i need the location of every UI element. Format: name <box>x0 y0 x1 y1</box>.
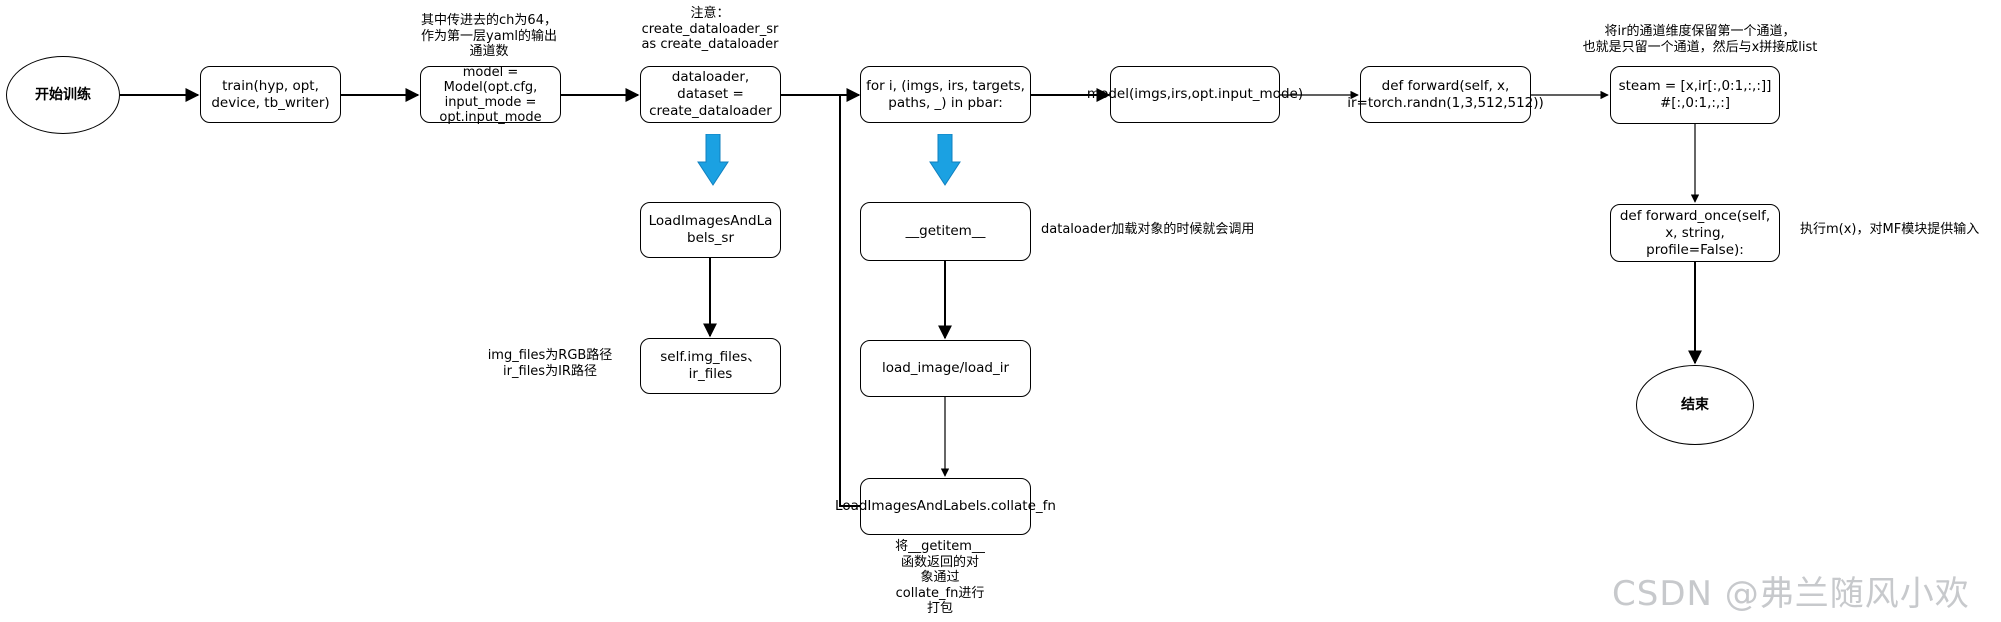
start-node: 开始训练 <box>6 56 120 134</box>
model-call-node: model(imgs,irs,opt.input_mode) <box>1087 66 1303 123</box>
forward-once-node: def forward_once(self, x, string, profil… <box>1610 204 1780 262</box>
load-image-node: load_image/load_ir <box>860 340 1031 397</box>
getitem-note: dataloader加载对象的时候就会调用 <box>1041 222 1255 237</box>
loadimages-sr-node: LoadImagesAndLabels_sr <box>640 202 781 258</box>
for-loop-node: for i, (imgs, irs, targets, paths, _) in… <box>860 66 1031 123</box>
collate-node: LoadImagesAndLabels.collate_fn <box>835 478 1056 535</box>
attention-note: 注意： create_dataloader_sr as create_datal… <box>641 6 779 52</box>
train-node: train(hyp, opt, device, tb_writer) <box>200 66 341 123</box>
model-node: model = Model(opt.cfg, input_mode = opt.… <box>420 65 561 125</box>
ch64-note: 其中传进去的ch为64， 作为第一层yaml的输出 通道数 <box>421 13 557 59</box>
getitem-node: __getitem__ <box>860 202 1031 261</box>
ir-note: 将ir的通道维度保留第一个通道， 也就是只留一个通道，然后与x拼接成list <box>1582 24 1818 55</box>
watermark: CSDN @弗兰随风小欢 <box>1612 574 1970 614</box>
end-node: 结束 <box>1636 365 1754 445</box>
arrow-collate-loop <box>839 95 860 507</box>
mx-note: 执行m(x)，对MF模块提供输入 <box>1800 222 1980 237</box>
paths-note: img_files为RGB路径 ir_files为IR路径 <box>487 348 613 379</box>
forward-node: def forward(self, x, ir=torch.randn(1,3,… <box>1347 66 1544 123</box>
collate-note: 将__getitem__ 函数返回的对 象通过 collate_fn进行 打包 <box>895 539 985 616</box>
img-files-node: self.img_files、ir_files <box>640 338 781 394</box>
dataloader-node: dataloader, dataset = create_dataloader <box>640 66 781 123</box>
blue-down-arrow-1 <box>697 134 729 186</box>
steam-node: steam = [x,ir[:,0:1,:,:]] #[:,0:1,:,:] <box>1610 66 1780 124</box>
blue-down-arrow-2 <box>929 134 961 186</box>
